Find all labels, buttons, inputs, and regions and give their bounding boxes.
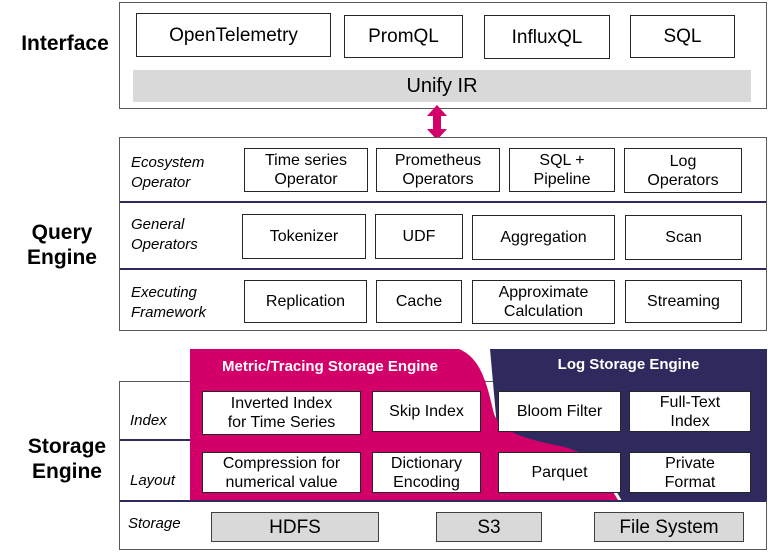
box-text: Inverted Index [230, 395, 333, 412]
interface-sql-box: SQL [630, 15, 735, 58]
section-label-line: Engine [31, 460, 102, 483]
interface-influxql-box: InfluxQL [484, 15, 610, 59]
box-parquet: Parquet [498, 452, 621, 493]
row-label-line: Operators [131, 236, 198, 253]
box-text: Replication [265, 293, 346, 310]
box-text: Cache [395, 293, 443, 310]
box-scan: Scan [625, 215, 742, 260]
box-text: Scan [665, 229, 702, 246]
box-text: Operator [274, 171, 338, 188]
box-text: numerical value [225, 473, 338, 491]
box-text: Operators [402, 171, 474, 188]
section-label-line: Storage [27, 435, 107, 458]
row-label-line: General [131, 216, 185, 233]
row-label-layout: Layout [130, 472, 176, 489]
box-text: Dictionary [390, 454, 463, 472]
interface-opentelemetry-box: OpenTelemetry [136, 13, 331, 57]
box-text: Parquet [531, 464, 588, 481]
box-text: Encoding [393, 473, 460, 491]
box-text: UDF [402, 228, 436, 245]
box-hdfs: HDFS [211, 512, 379, 542]
row-label-ecosystem-operator: Ecosystem Operator [131, 153, 204, 193]
section-label-storage-engine: Storage Engine [8, 434, 126, 484]
box-text: Approximate [498, 284, 589, 301]
row-label-general-operators: General Operators [131, 215, 198, 255]
box-text: InfluxQL [511, 26, 583, 48]
log-storage-engine-title: Log Storage Engine [557, 355, 700, 373]
box-replication: Replication [244, 280, 367, 323]
row-label-index: Index [130, 412, 167, 429]
box-text: Streaming [647, 293, 720, 310]
box-text: PromQL [368, 26, 439, 47]
box-skip-index: Skip Index [372, 391, 481, 432]
box-text: Full-Text [659, 393, 721, 411]
box-udf: UDF [375, 214, 463, 259]
box-cache: Cache [376, 280, 462, 323]
section-label-interface: Interface [21, 32, 109, 55]
box-text: Aggregation [500, 229, 587, 246]
box-text: Log [669, 152, 697, 170]
box-text: Prometheus [394, 152, 482, 169]
box-text: for Time Series [227, 414, 336, 431]
unify-ir-bar: Unify IR [133, 70, 751, 102]
box-text: Skip Index [389, 403, 464, 420]
box-aggregation: Aggregation [472, 215, 615, 260]
row-label-line: Ecosystem [131, 154, 205, 171]
box-text: Private [665, 454, 715, 472]
box-text: Bloom Filter [516, 403, 603, 420]
box-text: S3 [477, 516, 501, 538]
box-inverted-index: Inverted Index for Time Series [202, 391, 361, 435]
box-s3: S3 [436, 512, 542, 542]
box-text: Format [664, 473, 716, 491]
section-label-line: Query [31, 221, 93, 244]
box-text: SQL [663, 26, 702, 47]
row-label-line: Framework [131, 304, 207, 321]
box-text: File System [619, 516, 719, 538]
metric-storage-engine-title: Metric/Tracing Storage Engine [222, 357, 438, 375]
query-row-divider [120, 201, 766, 203]
box-text: HDFS [269, 516, 321, 538]
box-tokenizer: Tokenizer [242, 214, 366, 259]
box-streaming: Streaming [625, 280, 742, 323]
row-label-line: Operator [131, 174, 191, 191]
box-text: Unify IR [406, 74, 478, 97]
box-text: Time series [264, 152, 348, 169]
box-text: Compression for [222, 454, 341, 472]
box-text: Operators [647, 171, 719, 189]
box-text: Tokenizer [269, 228, 339, 245]
box-text: Calculation [503, 303, 584, 320]
row-label-storage: Storage [128, 515, 181, 532]
section-label-line: Engine [26, 246, 97, 269]
box-file-system: File System [594, 512, 744, 542]
box-text: SQL + [539, 152, 585, 169]
box-text: Pipeline [533, 171, 591, 188]
row-label-line: Executing [131, 284, 197, 301]
arrow-shape [427, 105, 447, 140]
box-text: OpenTelemetry [169, 24, 298, 46]
query-row-divider [120, 268, 766, 270]
box-text: Index [670, 412, 710, 430]
row-label-executing-framework: Executing Framework [131, 283, 206, 323]
box-bloom-filter: Bloom Filter [498, 391, 621, 432]
section-label-query-engine: Query Engine [10, 220, 114, 270]
interface-promql-box: PromQL [344, 15, 463, 58]
box-sql-pipeline: SQL + Pipeline [509, 148, 615, 192]
